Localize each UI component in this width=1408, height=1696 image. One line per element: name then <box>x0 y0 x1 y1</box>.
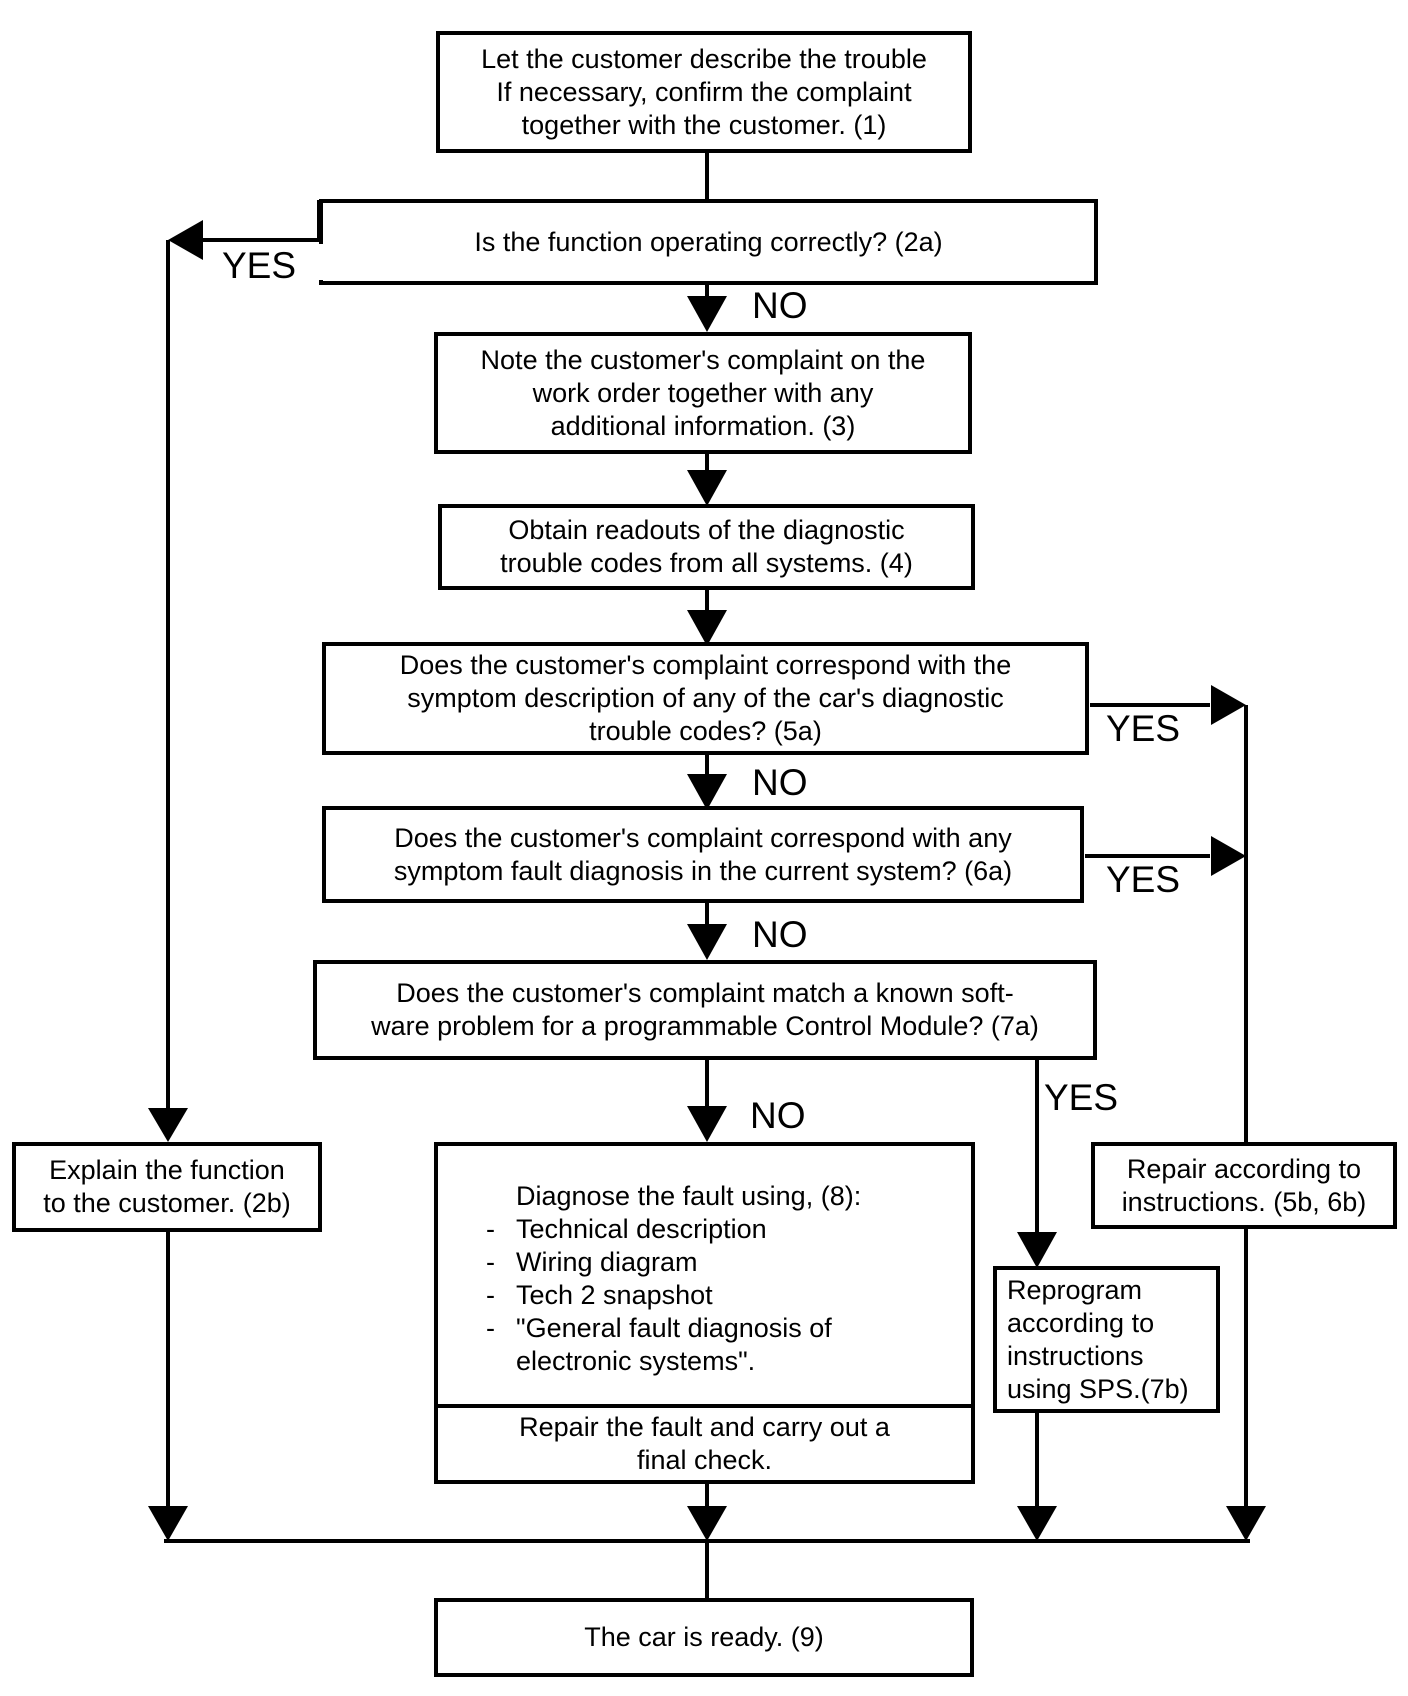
node-explain-function: Explain the function to the customer. (2… <box>12 1142 322 1232</box>
node-repair-instructions: Repair according to instructions. (5b, 6… <box>1091 1142 1397 1229</box>
node-5a-line: trouble codes? (5a) <box>589 716 822 746</box>
arrowhead-6a-yes <box>1211 836 1246 876</box>
node-note-complaint: Note the customer's complaint on the wor… <box>434 332 972 454</box>
arrowhead-merge-right <box>1226 1506 1266 1541</box>
node-8-footer-line: final check. <box>636 1445 773 1475</box>
node-car-ready: The car is ready. (9) <box>434 1598 974 1677</box>
decision-trouble-codes-match: Does the customer's complaint correspond… <box>322 642 1089 755</box>
node-6a-line: Does the customer's complaint correspond… <box>394 822 1012 853</box>
arrowhead-to-3 <box>687 296 727 332</box>
node-7b-line: according to <box>1007 1307 1155 1338</box>
arrowhead-5a-yes <box>1211 685 1246 725</box>
list-item: - Tech 2 snapshot <box>486 1279 971 1312</box>
list-item-text: Tech 2 snapshot <box>516 1280 713 1310</box>
node-3-line: Note the customer's complaint on the <box>480 344 926 375</box>
list-item: - Technical description <box>486 1213 971 1246</box>
node-7b-line: using SPS.(7b) <box>1007 1373 1189 1404</box>
node-6a-line: symptom fault diagnosis in the current s… <box>393 855 1013 886</box>
list-item-text: Technical description <box>516 1214 767 1244</box>
node-4-line: trouble codes from all systems. (4) <box>500 548 913 578</box>
label-no-5a: NO <box>752 762 808 803</box>
node-5a-line: symptom description of any of the car's … <box>407 683 1004 713</box>
node-7b-line: instructions <box>1007 1340 1144 1371</box>
node-1-line: together with the customer. (1) <box>521 109 887 140</box>
label-no-2a: NO <box>752 285 808 326</box>
node-3-line: work order together with any <box>532 377 874 408</box>
node-8-diagnose-section: Diagnose the fault using, (8): - Technic… <box>438 1146 971 1408</box>
arrowhead-to-6a <box>687 774 727 810</box>
dash-bullet-icon: - <box>486 1313 495 1343</box>
list-item: - "General fault diagnosis of electronic… <box>486 1312 971 1378</box>
node-diagnose-fault: Diagnose the fault using, (8): - Technic… <box>434 1142 975 1484</box>
decision-symptom-fault-diagnosis: Does the customer's complaint correspond… <box>322 806 1084 903</box>
label-yes-7a: YES <box>1044 1077 1119 1118</box>
label-yes-5a: YES <box>1106 708 1181 749</box>
list-item-text: "General fault diagnosis of <box>516 1313 832 1343</box>
node-2a-line: Is the function operating correctly? (2a… <box>474 226 943 257</box>
node-8-repair-section: Repair the fault and carry out a final c… <box>438 1408 971 1480</box>
node-2b-line: Explain the function <box>49 1155 285 1185</box>
decision-function-operating: Is the function operating correctly? (2a… <box>319 199 1098 285</box>
label-no-7a: NO <box>750 1095 806 1136</box>
node-9-line: The car is ready. (9) <box>584 1622 824 1652</box>
list-item: - Wiring diagram <box>486 1246 971 1279</box>
arrowhead-merge-left <box>148 1506 188 1541</box>
node-5b6b-line: Repair according to <box>1126 1153 1362 1184</box>
arrowhead-to-7a <box>687 924 727 960</box>
node-2a-gap <box>319 244 325 280</box>
label-yes-6a: YES <box>1106 859 1181 900</box>
arrowhead-merge-center <box>687 1506 727 1541</box>
node-obtain-readouts: Obtain readouts of the diagnostic troubl… <box>438 504 975 590</box>
node-7a-line: ware problem for a programmable Control … <box>371 1011 1039 1041</box>
node-7a-line: Does the customer's complaint match a kn… <box>396 978 1014 1008</box>
node-5a-line: Does the customer's complaint correspond… <box>399 650 1012 680</box>
edge-2a-yes <box>200 200 321 242</box>
label-yes-2a: YES <box>222 245 297 286</box>
arrowhead-to-2b <box>148 1108 188 1142</box>
node-5b6b-line: instructions. (5b, 6b) <box>1121 1186 1367 1217</box>
node-8-list: - Technical description - Wiring diagram… <box>486 1213 971 1378</box>
node-1-line: Let the customer describe the trouble <box>481 43 927 74</box>
node-8-heading: Diagnose the fault using, (8): <box>516 1181 862 1211</box>
node-4-line: Obtain readouts of the diagnostic <box>508 515 905 545</box>
arrowhead-2a-yes <box>168 220 203 260</box>
arrowhead-to-8 <box>687 1106 727 1142</box>
arrowhead-to-5a <box>687 610 727 646</box>
arrowhead-to-4 <box>687 470 727 506</box>
node-reprogram-sps: Reprogram according to instructions usin… <box>993 1266 1220 1413</box>
decision-software-problem: Does the customer's complaint match a kn… <box>313 960 1097 1060</box>
arrowhead-merge-7b <box>1017 1506 1057 1541</box>
list-item-text: Wiring diagram <box>516 1247 698 1277</box>
node-describe-trouble: Let the customer describe the trouble If… <box>436 31 972 153</box>
node-1-line: If necessary, confirm the complaint <box>496 76 912 107</box>
dash-bullet-icon: - <box>486 1280 495 1310</box>
node-3-line: additional information. (3) <box>550 410 856 441</box>
dash-bullet-icon: - <box>486 1214 495 1244</box>
list-item-text: electronic systems". <box>516 1346 756 1376</box>
label-no-6a: NO <box>752 914 808 955</box>
dash-bullet-icon: - <box>486 1247 495 1277</box>
node-2b-line: to the customer. (2b) <box>43 1188 291 1218</box>
arrowhead-to-7b <box>1017 1232 1057 1268</box>
node-8-footer-line: Repair the fault and carry out a <box>519 1412 890 1442</box>
node-7b-line: Reprogram <box>1007 1274 1143 1305</box>
